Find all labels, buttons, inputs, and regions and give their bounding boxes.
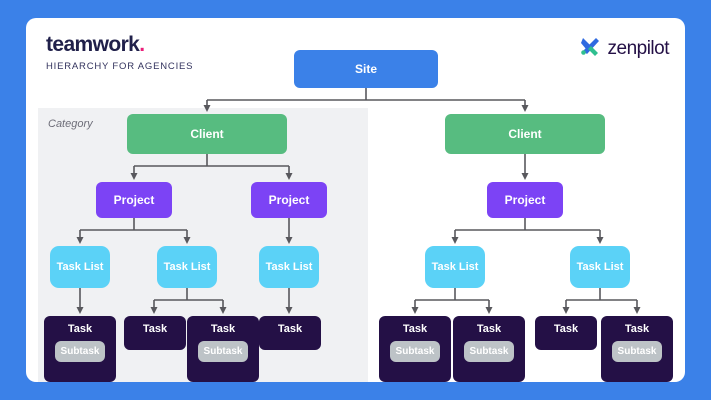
- node-task-a2[interactable]: Task: [124, 316, 186, 350]
- node-task-b3-label: Task: [553, 323, 579, 335]
- node-task-b1-label: Task: [402, 323, 428, 335]
- node-task-b4-label: Task: [624, 323, 650, 335]
- node-project-b1-label: Project: [504, 193, 546, 207]
- node-tasklist-a3[interactable]: Task List: [259, 246, 319, 288]
- node-task-a2-label: Task: [142, 323, 168, 335]
- node-tasklist-a2-label: Task List: [163, 261, 211, 273]
- node-tasklist-b1[interactable]: Task List: [425, 246, 485, 288]
- node-site-label: Site: [354, 62, 377, 76]
- node-tasklist-b2-label: Task List: [576, 261, 624, 273]
- node-site[interactable]: Site: [294, 50, 438, 88]
- zenpilot-name: zenpilot: [607, 37, 670, 59]
- node-client-a-label: Client: [190, 127, 224, 141]
- node-tasklist-b1-label: Task List: [431, 261, 479, 273]
- category-label: Category: [48, 118, 93, 130]
- node-task-b3[interactable]: Task: [535, 316, 597, 350]
- node-task-a4-label: Task: [277, 323, 303, 335]
- node-task-a3[interactable]: Task Subtask: [187, 316, 259, 382]
- node-project-b1[interactable]: Project: [487, 182, 563, 218]
- node-client-b[interactable]: Client: [445, 114, 605, 154]
- node-tasklist-a3-label: Task List: [265, 261, 313, 273]
- node-project-a2[interactable]: Project: [251, 182, 327, 218]
- node-tasklist-b2[interactable]: Task List: [570, 246, 630, 288]
- diagram-card: teamwork. HIERARCHY FOR AGENCIES zenpilo…: [26, 18, 685, 382]
- node-task-b1[interactable]: Task Subtask: [379, 316, 451, 382]
- node-task-b2-label: Task: [476, 323, 502, 335]
- brand-name: teamwork.: [46, 34, 193, 55]
- node-subtask-a1[interactable]: Subtask: [54, 341, 106, 362]
- node-task-b4[interactable]: Task Subtask: [601, 316, 673, 382]
- zenpilot-logo-icon: [578, 34, 602, 63]
- node-tasklist-a1-label: Task List: [56, 261, 104, 273]
- node-task-a1-label: Task: [67, 323, 93, 335]
- brand-subtitle: HIERARCHY FOR AGENCIES: [46, 61, 194, 72]
- node-task-a1[interactable]: Task Subtask: [44, 316, 116, 382]
- node-task-b2[interactable]: Task Subtask: [453, 316, 525, 382]
- brand-dot: .: [139, 33, 145, 56]
- node-subtask-b2[interactable]: Subtask: [463, 341, 515, 362]
- node-tasklist-a1[interactable]: Task List: [50, 246, 110, 288]
- node-task-a3-label: Task: [210, 323, 236, 335]
- teamwork-brand: teamwork. HIERARCHY FOR AGENCIES: [46, 34, 193, 72]
- zenpilot-brand: zenpilot: [578, 34, 670, 63]
- connector-lines: [76, 88, 641, 314]
- node-subtask-b1[interactable]: Subtask: [389, 341, 441, 362]
- node-subtask-b4[interactable]: Subtask: [611, 341, 663, 362]
- node-project-a1[interactable]: Project: [96, 182, 172, 218]
- brand-name-text: teamwork: [46, 33, 140, 56]
- node-client-b-label: Client: [508, 127, 542, 141]
- node-project-a1-label: Project: [113, 193, 155, 207]
- node-project-a2-label: Project: [268, 193, 310, 207]
- node-tasklist-a2[interactable]: Task List: [157, 246, 217, 288]
- node-client-a[interactable]: Client: [127, 114, 287, 154]
- node-task-a4[interactable]: Task: [259, 316, 321, 350]
- node-subtask-a3[interactable]: Subtask: [197, 341, 249, 362]
